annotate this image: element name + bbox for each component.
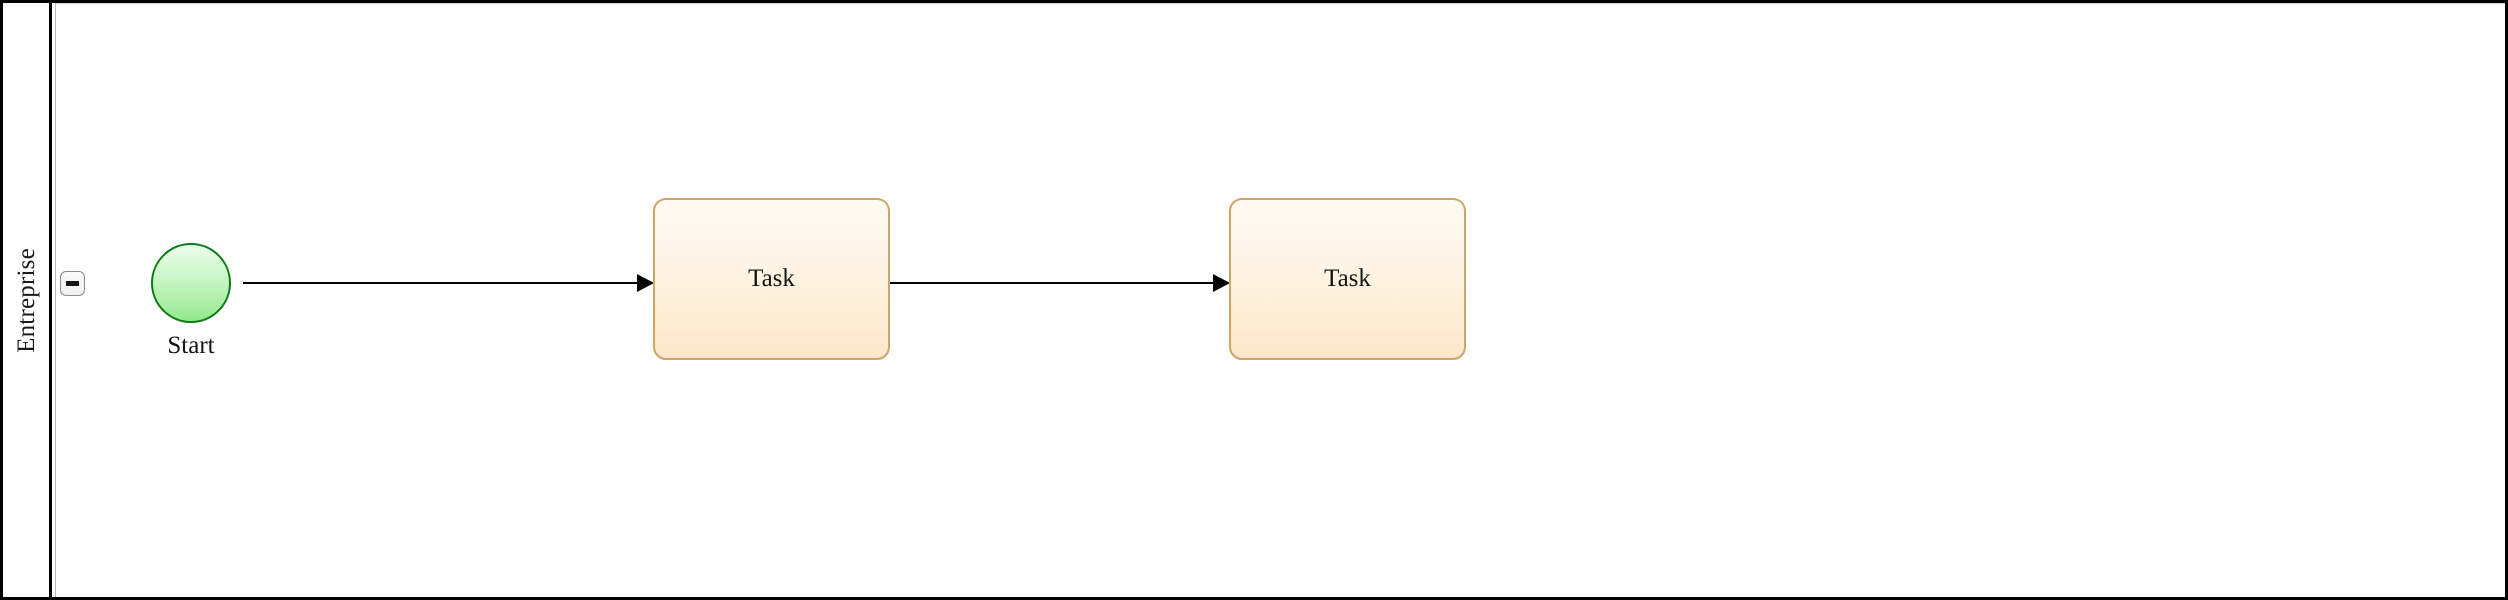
flow-line [243, 281, 639, 285]
collapse-pool-button[interactable] [60, 271, 85, 296]
flow-line [890, 281, 1215, 285]
task-node-2[interactable]: Task [1229, 198, 1466, 360]
start-event-label: Start [167, 332, 215, 359]
task-label: Task [1324, 265, 1371, 293]
pool-header[interactable]: Entreprise [3, 3, 52, 597]
arrowhead-icon [1213, 274, 1230, 292]
minus-icon [66, 281, 79, 286]
pool-name-label: Entreprise [12, 247, 40, 353]
task-label: Task [748, 265, 795, 293]
task-node-1[interactable]: Task [653, 198, 890, 360]
start-event-node[interactable] [151, 243, 231, 323]
arrowhead-icon [637, 274, 654, 292]
